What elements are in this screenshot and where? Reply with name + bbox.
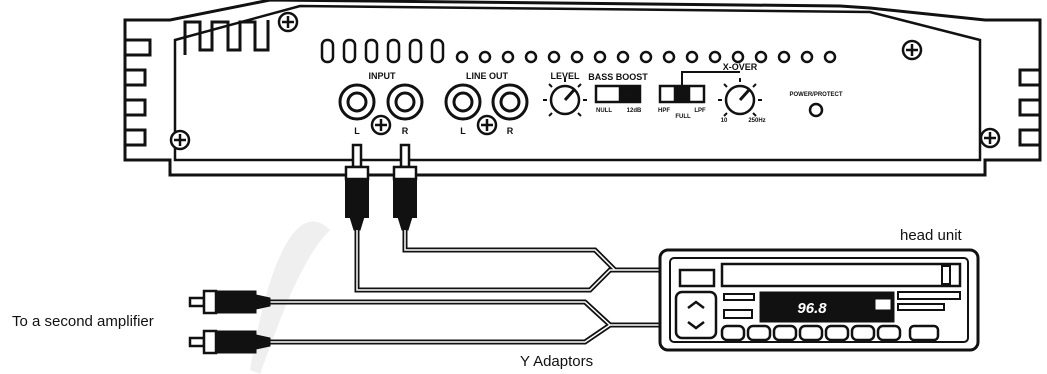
rca-plug-second-amp-bottom [188,329,271,355]
screw-icon [979,127,1001,149]
x-over-switch[interactable] [658,71,740,104]
preset-buttons [720,324,902,342]
cable-outlines [270,230,660,343]
cassette-slot [720,262,962,288]
x-over-knob-min-label: 10 [721,118,728,124]
second-amplifier-label: To a second amplifier [12,313,154,330]
screw-icon [277,11,299,33]
amplifier [123,0,1042,177]
lineout-jack-right[interactable] [491,83,529,121]
power-button[interactable] [908,324,940,342]
display-panel [759,291,895,323]
preset-button[interactable] [772,324,798,342]
bass-boost-left-label: NULL [596,108,612,114]
bass-boost-switch[interactable] [594,84,642,104]
input-l-label: L [354,126,360,136]
rca-plug-left [344,143,370,231]
left-heatsink-fins [125,20,270,147]
x-over-full-label: FULL [675,114,691,120]
x-over-label: X-OVER [723,62,758,72]
y-adaptors-label: Y Adaptors [520,353,593,370]
right-heatsink-fins [1018,68,1040,147]
preset-button[interactable] [720,324,746,342]
preset-button[interactable] [850,324,876,342]
input-label: INPUT [369,71,397,81]
head-unit-display-text: 96.8 [797,300,827,317]
head-unit-label: head unit [900,227,963,244]
power-protect-led [808,102,824,118]
screw-icon [370,114,392,136]
eject-button[interactable] [678,268,716,288]
vent-holes [455,50,837,64]
power-protect-label: POWER/PROTECT [789,92,842,98]
rca-plug-second-amp-top [188,289,271,315]
seek-up-icon [687,300,705,309]
cables [270,230,660,345]
bass-boost-label: BASS BOOST [588,72,648,82]
lineout-l-label: L [460,126,466,136]
input-jack-left[interactable] [338,83,376,121]
x-over-knob[interactable] [718,78,762,117]
preset-button[interactable] [798,324,824,342]
preset-button[interactable] [746,324,772,342]
amplifier-front-panel [173,4,982,162]
input-jack-right[interactable] [386,83,424,121]
bass-boost-right-label: 12dB [627,108,642,114]
amplifier-labels: INPUT LINE OUT LEVEL BASS BOOST NULL 12d… [354,62,843,136]
input-r-label: R [402,126,409,136]
screw-icon [476,114,498,136]
rca-plug-right [392,143,418,231]
preset-button[interactable] [824,324,850,342]
screw-icon [169,129,191,151]
seek-button[interactable] [674,290,718,340]
screw-icon [901,39,923,61]
x-over-hpf-label: HPF [658,108,670,114]
level-label: LEVEL [550,71,580,81]
watermark-swoosh [250,221,330,374]
lineout-r-label: R [507,126,514,136]
x-over-lpf-label: LPF [694,108,706,114]
level-knob[interactable] [543,78,587,117]
line-out-label: LINE OUT [466,71,509,81]
lineout-jack-left[interactable] [444,83,482,121]
preset-button[interactable] [876,324,902,342]
vent-slots [320,38,445,64]
seek-down-icon [687,321,705,330]
x-over-knob-max-label: 250Hz [748,118,765,124]
